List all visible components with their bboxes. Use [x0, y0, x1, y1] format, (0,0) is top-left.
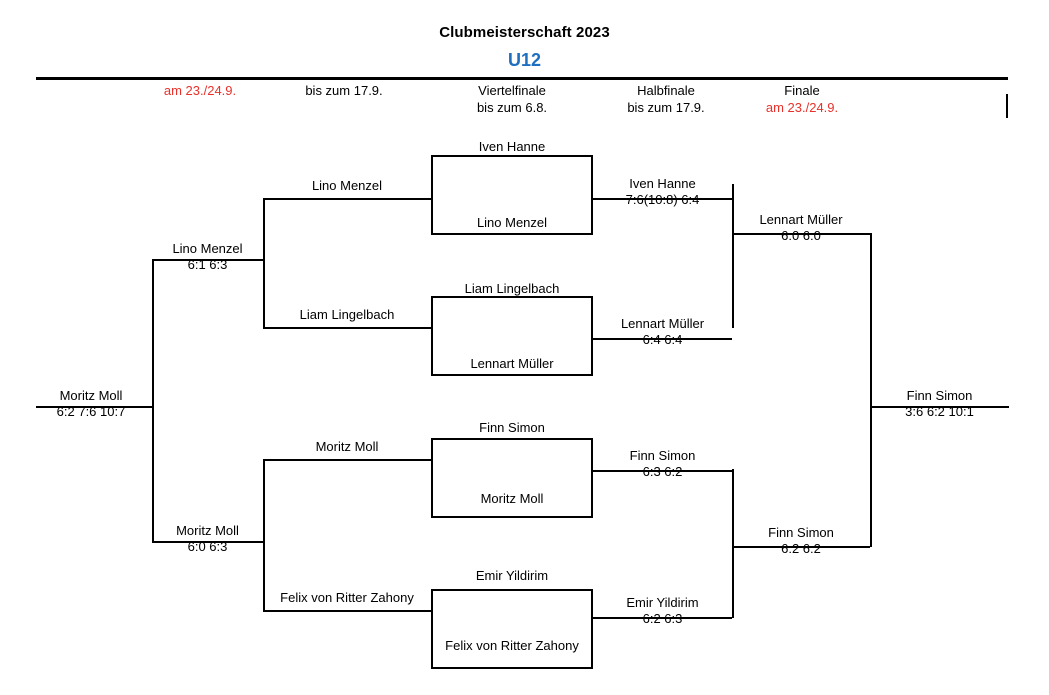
semifinal-2-result-player: Finn Simon — [768, 525, 834, 540]
champion-score: 3:6 6:2 10:1 — [905, 404, 974, 419]
semifinal-lower-connector — [732, 469, 734, 618]
age-group-subtitle: U12 — [507, 50, 542, 70]
round1-connector — [152, 259, 154, 542]
round-header-5-name: Finale — [784, 83, 820, 98]
champion-player: Finn Simon — [906, 388, 973, 403]
quarterfinal-2-top-player: Liam Lingelbach — [464, 281, 560, 296]
round1-slot-bottom: Moritz Moll 6:0 6:3 — [152, 523, 263, 555]
round2-slot4-line — [263, 610, 431, 612]
quarterfinal-4-result-player: Emir Yildirim — [626, 595, 699, 610]
quarterfinal-4-result: Emir Yildirim 6:2 6:3 — [593, 595, 732, 627]
quarterfinal-2-result-line — [593, 338, 732, 340]
quarterfinal-box-2 — [431, 296, 593, 376]
quarterfinal-1-top-player: Iven Hanne — [478, 139, 546, 154]
quarterfinal-4-bottom-player: Felix von Ritter Zahony — [445, 638, 579, 653]
quarterfinal-3-result-player: Finn Simon — [629, 448, 696, 463]
semifinal-2-result-score: 6:2 6:2 — [781, 541, 821, 556]
quarterfinal-1-result: Iven Hanne 7:6(10:8) 6:4 — [593, 176, 732, 208]
round-header-semifinals: Halbfinale bis zum 17.9. — [592, 82, 740, 116]
quarterfinal-4-top-player: Emir Yildirim — [475, 568, 549, 583]
round-header-2-date: bis zum 17.9. — [305, 83, 383, 98]
quarterfinal-1-result-line — [593, 198, 732, 200]
round2-slot1-line — [263, 198, 431, 200]
quarterfinal-1-result-score: 7:6(10:8) 6:4 — [625, 192, 700, 207]
round-header-1: am 23./24.9. — [126, 82, 274, 99]
semifinal-2-result: Finn Simon 6:2 6:2 — [732, 525, 870, 557]
quarterfinal-4-result-score: 6:2 6:3 — [642, 611, 683, 626]
entry-left-slot: Moritz Moll 6:2 7:6 10:7 — [30, 388, 152, 420]
round-header-final: Finale am 23./24.9. — [728, 82, 876, 116]
round-header-1-date: am 23./24.9. — [163, 83, 237, 98]
round-header-2: bis zum 17.9. — [270, 82, 418, 99]
round2-lower-connector — [263, 459, 265, 611]
semifinal-2-result-line — [732, 546, 870, 548]
round2-upper-connector — [263, 198, 265, 328]
semifinal-1-result-player: Lennart Müller — [759, 212, 843, 227]
round-header-3-name: Viertelfinale — [478, 83, 546, 98]
quarterfinal-1-result-player: Iven Hanne — [629, 176, 696, 191]
round2-slot4-player: Felix von Ritter Zahony — [280, 590, 414, 605]
entry-left-line — [36, 406, 152, 408]
round-header-3-date: bis zum 6.8. — [476, 100, 548, 115]
round1-top-score: 6:1 6:3 — [187, 257, 228, 272]
quarterfinal-1-bottom-player: Lino Menzel — [476, 215, 548, 230]
round1-slot-top: Lino Menzel 6:1 6:3 — [152, 241, 263, 273]
header-divider — [36, 77, 1008, 80]
round-header-4-name: Halbfinale — [637, 83, 695, 98]
quarterfinal-3-result-line — [593, 470, 732, 472]
champion-slot: Finn Simon 3:6 6:2 10:1 — [870, 388, 1009, 420]
quarterfinal-2-bottom-player: Lennart Müller — [470, 356, 554, 371]
round1-top-line — [152, 259, 263, 261]
quarterfinal-2-result: Lennart Müller 6:4 6:4 — [593, 316, 732, 348]
champion-line — [870, 406, 1009, 408]
round2-slot2-player: Liam Lingelbach — [299, 307, 395, 322]
quarterfinal-2-result-player: Lennart Müller — [620, 316, 705, 331]
semifinal-1-result: Lennart Müller 6:0 6:0 — [732, 212, 870, 244]
round-header-5-date: am 23./24.9. — [765, 100, 839, 115]
quarterfinal-3-result: Finn Simon 6:3 6:2 — [593, 448, 732, 480]
text-caret — [1006, 94, 1008, 118]
round1-top-player: Lino Menzel — [172, 241, 243, 256]
quarterfinal-3-result-score: 6:3 6:2 — [642, 464, 683, 479]
quarterfinal-box-4 — [431, 589, 593, 669]
page-title: Clubmeisterschaft 2023 — [439, 24, 610, 41]
quarterfinal-4-result-line — [593, 617, 732, 619]
quarterfinal-3-top-player: Finn Simon — [479, 420, 545, 435]
semifinal-upper-connector — [732, 184, 734, 328]
final-connector — [870, 233, 872, 547]
round-header-quarterfinals: Viertelfinale bis zum 6.8. — [438, 82, 586, 116]
round2-slot1-player: Lino Menzel — [311, 178, 383, 193]
entry-left-player: Moritz Moll — [59, 388, 123, 403]
round1-bottom-score: 6:0 6:3 — [187, 539, 228, 554]
round2-slot3-player: Moritz Moll — [315, 439, 379, 454]
quarterfinal-2-result-score: 6:4 6:4 — [642, 332, 683, 347]
semifinal-1-result-line — [732, 233, 870, 235]
entry-left-score: 6:2 7:6 10:7 — [56, 404, 126, 419]
quarterfinal-3-bottom-player: Moritz Moll — [480, 491, 544, 506]
quarterfinal-box-1 — [431, 155, 593, 235]
round-header-4-date: bis zum 17.9. — [627, 100, 705, 115]
round2-slot3-line — [263, 459, 431, 461]
round1-bottom-player: Moritz Moll — [176, 523, 239, 538]
semifinal-1-result-score: 6:0 6:0 — [781, 228, 821, 243]
round2-slot2-line — [263, 327, 431, 329]
round1-bottom-line — [152, 541, 263, 543]
quarterfinal-box-3 — [431, 438, 593, 518]
